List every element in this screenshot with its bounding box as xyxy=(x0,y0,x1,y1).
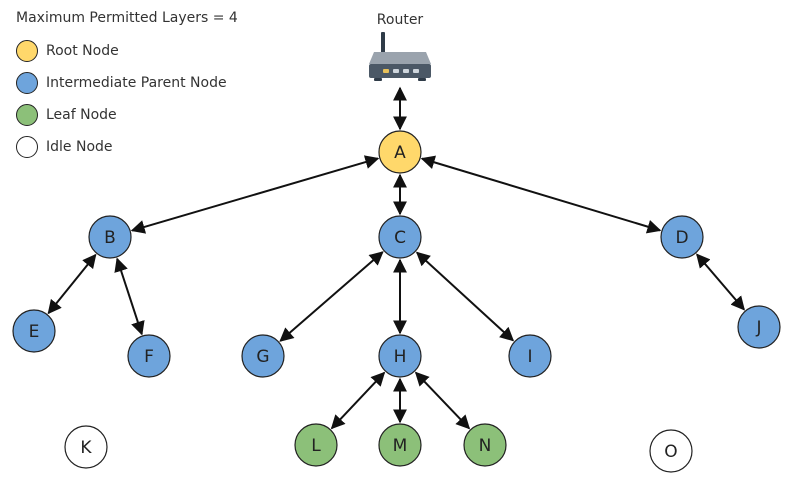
node-m: M xyxy=(378,423,422,467)
node-circle-c xyxy=(378,215,422,259)
node-n: N xyxy=(463,423,507,467)
node-label-j: J xyxy=(755,318,761,338)
node-label-l: L xyxy=(311,436,321,456)
node-j: J xyxy=(737,305,781,349)
edge-b-f xyxy=(114,257,145,336)
node-k: K xyxy=(64,425,108,469)
node-label-i: I xyxy=(527,347,532,367)
legend-label-idle: Idle Node xyxy=(46,139,113,155)
node-circle-h xyxy=(378,334,422,378)
edge-h-l xyxy=(330,371,386,430)
edge-a-d xyxy=(420,155,662,234)
node-circle-j xyxy=(737,305,781,349)
node-label-m: M xyxy=(393,436,408,456)
edge-c-i xyxy=(415,251,515,342)
nodes: A B C D E F G H I J K L M N O xyxy=(12,130,781,473)
intermediate-node-swatch xyxy=(16,72,38,94)
node-label-f: F xyxy=(144,347,154,367)
node-circle-b xyxy=(88,215,132,259)
legend-label-root: Root Node xyxy=(46,43,119,59)
node-circle-i xyxy=(508,334,552,378)
edges xyxy=(47,86,745,430)
node-o: O xyxy=(649,429,693,473)
edge-a-b xyxy=(130,155,380,234)
node-label-n: N xyxy=(479,436,492,456)
router-icon xyxy=(369,32,431,81)
node-h: H xyxy=(378,334,422,378)
legend-label-leaf: Leaf Node xyxy=(46,107,117,123)
node-label-c: C xyxy=(394,228,406,248)
legend-item-root: Root Node xyxy=(16,38,119,64)
node-g: G xyxy=(241,334,285,378)
idle-node-swatch xyxy=(16,136,38,158)
node-circle-d xyxy=(660,215,704,259)
node-label-a: A xyxy=(394,143,406,163)
node-circle-n xyxy=(463,423,507,467)
node-circle-f xyxy=(127,334,171,378)
legend-item-intermediate: Intermediate Parent Node xyxy=(16,70,227,96)
node-b: B xyxy=(88,215,132,259)
leaf-node-swatch xyxy=(16,104,38,126)
node-f: F xyxy=(127,334,171,378)
node-a: A xyxy=(378,130,422,174)
node-circle-l xyxy=(294,423,338,467)
node-e: E xyxy=(12,309,56,353)
node-d: D xyxy=(660,215,704,259)
node-label-d: D xyxy=(675,228,688,248)
node-c: C xyxy=(378,215,422,259)
node-label-k: K xyxy=(80,438,92,458)
node-circle-a xyxy=(378,130,422,174)
legend-title: Maximum Permitted Layers = 4 xyxy=(16,10,238,26)
node-label-o: O xyxy=(664,442,677,462)
node-l: L xyxy=(294,423,338,467)
node-i: I xyxy=(508,334,552,378)
edge-b-e xyxy=(47,253,97,315)
node-circle-g xyxy=(241,334,285,378)
node-label-h: H xyxy=(394,347,407,367)
node-label-b: B xyxy=(104,228,116,248)
router-label: Router xyxy=(376,12,424,28)
edge-h-n xyxy=(414,371,471,430)
node-circle-e xyxy=(12,309,56,353)
legend-item-leaf: Leaf Node xyxy=(16,102,117,128)
node-label-g: G xyxy=(256,347,269,367)
node-circle-m xyxy=(378,423,422,467)
node-circle-k xyxy=(64,425,108,469)
node-label-e: E xyxy=(29,322,40,342)
edge-d-j xyxy=(696,253,745,311)
legend-label-intermediate: Intermediate Parent Node xyxy=(46,75,227,91)
node-circle-o xyxy=(649,429,693,473)
legend-item-idle: Idle Node xyxy=(16,134,113,160)
edge-c-g xyxy=(279,251,384,342)
root-node-swatch xyxy=(16,40,38,62)
